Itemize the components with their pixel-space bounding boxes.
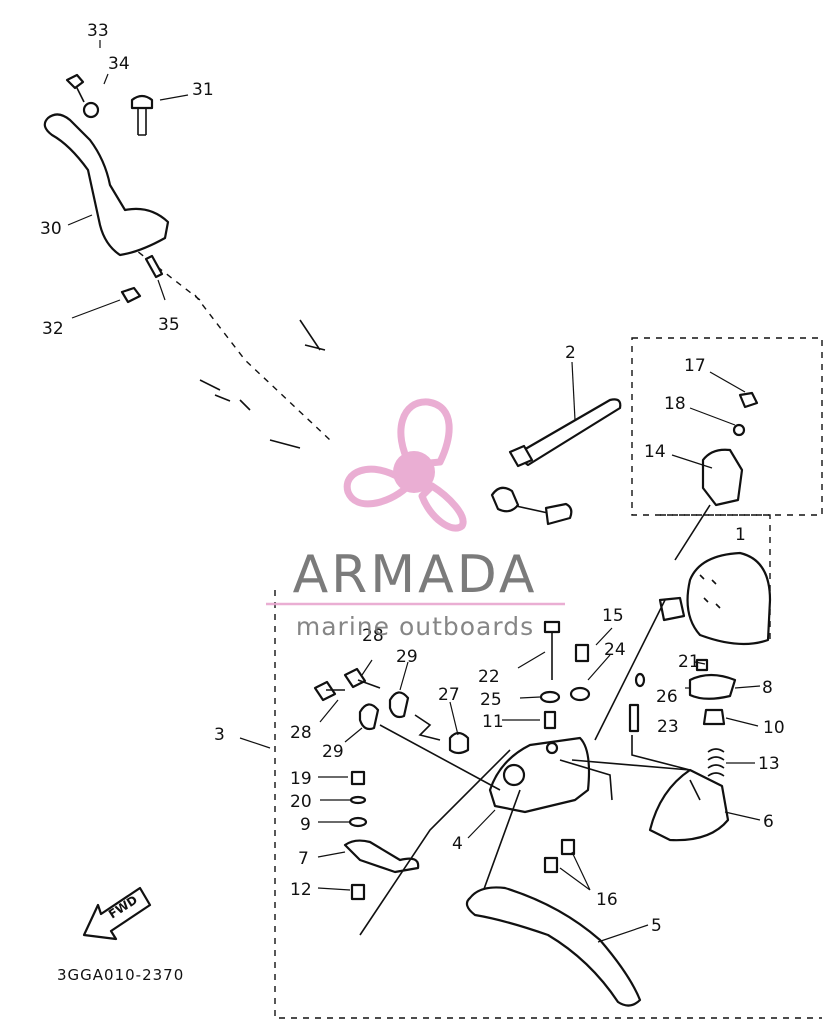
part-label-5: 5 bbox=[651, 916, 662, 936]
part-label-10: 10 bbox=[763, 718, 785, 738]
part-label-32: 32 bbox=[42, 319, 64, 339]
part-label-29-lower: 29 bbox=[322, 742, 344, 762]
part-label-19: 19 bbox=[290, 769, 312, 789]
fwd-arrow-icon: FWD bbox=[82, 886, 152, 941]
part-label-26: 26 bbox=[656, 687, 678, 707]
part-label-11: 11 bbox=[482, 712, 504, 732]
watermark-tagline: marine outboards bbox=[296, 612, 534, 641]
part-label-31: 31 bbox=[192, 80, 214, 100]
part-number-labels: 33 34 31 30 32 35 2 17 18 14 1 15 28 29 … bbox=[40, 21, 785, 936]
part-label-1: 1 bbox=[735, 525, 746, 545]
part-label-9: 9 bbox=[300, 815, 311, 835]
lever-bracket bbox=[479, 620, 613, 901]
part-label-4: 4 bbox=[452, 834, 463, 854]
part-label-14: 14 bbox=[644, 442, 666, 462]
part-label-29-upper: 29 bbox=[396, 647, 418, 667]
cable-parts bbox=[490, 398, 622, 526]
part-label-28-upper: 28 bbox=[362, 626, 384, 646]
part-label-15: 15 bbox=[602, 606, 624, 626]
part-label-2: 2 bbox=[565, 343, 576, 363]
drawing-code: 3GGA010-2370 bbox=[57, 966, 184, 984]
part-label-22: 22 bbox=[478, 667, 500, 687]
bolts-left bbox=[313, 667, 501, 791]
clutch-lever-assembly bbox=[43, 73, 326, 449]
leader-lines bbox=[67, 40, 761, 943]
part-label-24: 24 bbox=[604, 640, 626, 660]
part-label-28-lower: 28 bbox=[290, 723, 312, 743]
part-label-18: 18 bbox=[664, 394, 686, 414]
part-label-21: 21 bbox=[678, 652, 700, 672]
part-label-34: 34 bbox=[108, 54, 130, 74]
part-label-17: 17 bbox=[684, 356, 706, 376]
part-label-12: 12 bbox=[290, 880, 312, 900]
part-label-33: 33 bbox=[87, 21, 109, 41]
part-label-27: 27 bbox=[438, 685, 460, 705]
part-label-16: 16 bbox=[596, 890, 618, 910]
part-label-20: 20 bbox=[290, 792, 312, 812]
part-label-35: 35 bbox=[158, 315, 180, 335]
part-label-3: 3 bbox=[214, 725, 225, 745]
propeller-logo-icon bbox=[343, 398, 467, 532]
part-label-13: 13 bbox=[758, 754, 780, 774]
part-label-25: 25 bbox=[480, 690, 502, 710]
part-label-6: 6 bbox=[763, 812, 774, 832]
right-parts bbox=[571, 658, 737, 842]
part-label-23: 23 bbox=[657, 717, 679, 737]
armada-watermark: ARMADA marine outboards bbox=[266, 398, 565, 641]
watermark-brand: ARMADA bbox=[293, 545, 538, 605]
part-label-8: 8 bbox=[762, 678, 773, 698]
part-label-7: 7 bbox=[298, 849, 309, 869]
part-label-30: 30 bbox=[40, 219, 62, 239]
brake-lever bbox=[465, 886, 642, 1007]
switch-housing bbox=[594, 391, 772, 741]
